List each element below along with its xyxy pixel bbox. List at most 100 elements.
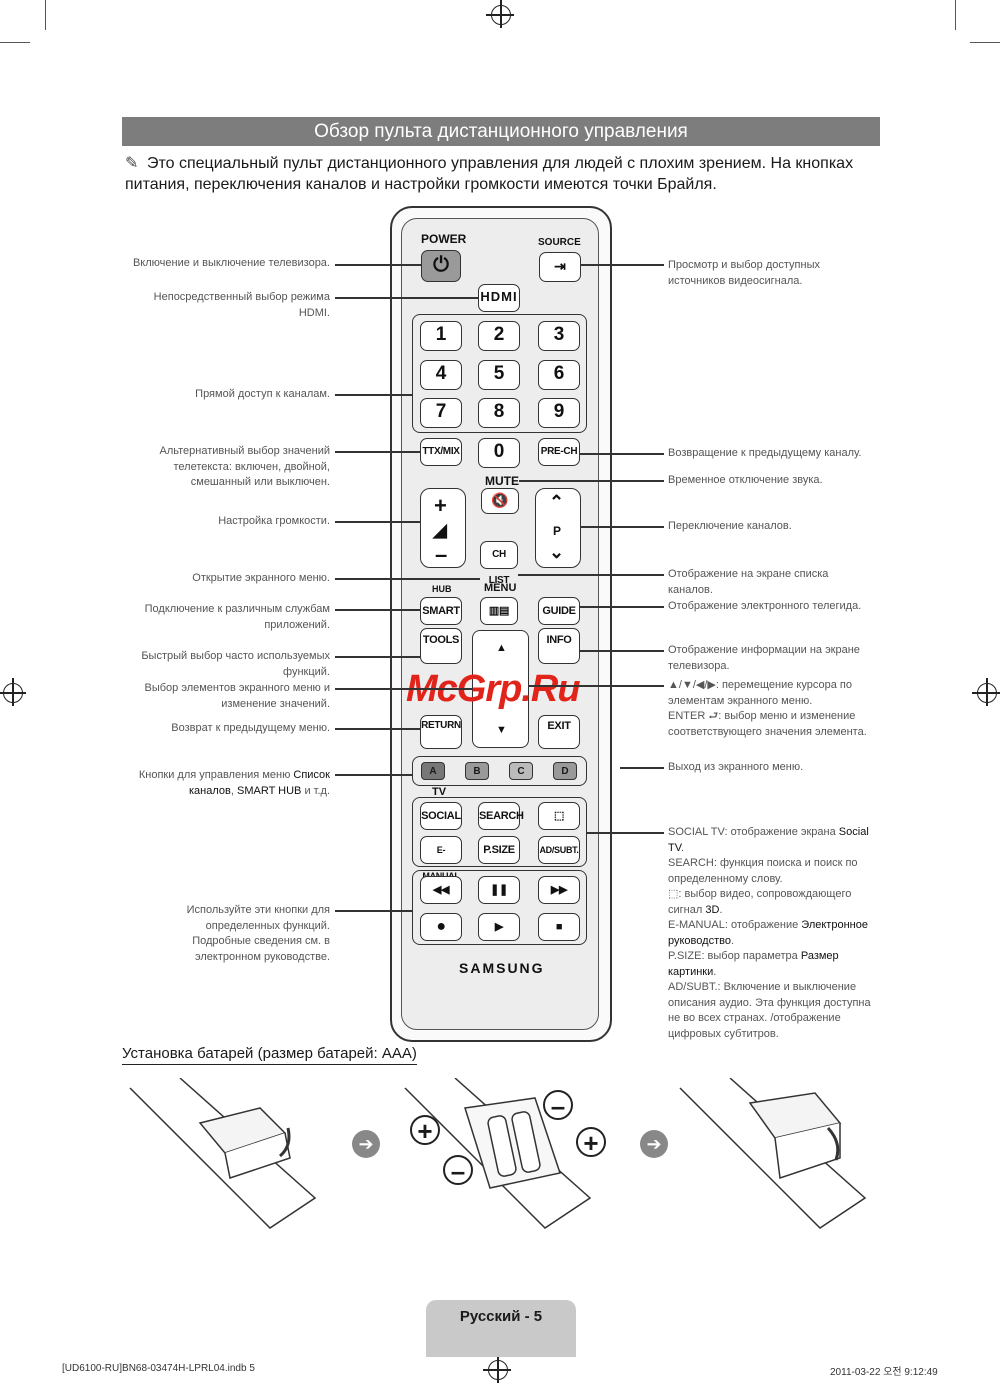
label-channel-switch: Переключение каналов. [668, 520, 792, 532]
digit-1-button[interactable]: 1 [420, 321, 462, 351]
rewind-icon: ◀◀ [432, 884, 450, 896]
crop-mark [45, 0, 46, 30]
fast-forward-button[interactable]: ▶▶ [538, 876, 580, 904]
play-icon: ▶ [494, 921, 504, 933]
label-ttx: Альтернативный выбор значений телетекста… [159, 445, 330, 488]
channel-up-icon: ⌃ [549, 492, 565, 512]
digit-5-button[interactable]: 5 [478, 360, 520, 390]
leader-line [335, 451, 420, 453]
volume-rocker[interactable] [420, 488, 466, 568]
leader-line [335, 394, 412, 396]
video3d-bold: 3D [705, 903, 720, 916]
play-button[interactable]: ▶ [478, 913, 520, 941]
page-title: Обзор пульта дистанционного управления [122, 117, 880, 146]
leader-line [581, 264, 664, 266]
battery-step-1-illustration [129, 1078, 317, 1229]
search-key: SEARCH [668, 857, 714, 869]
channel-rocker[interactable] [535, 488, 581, 568]
digit-8-button[interactable]: 8 [478, 398, 520, 428]
menu-button[interactable]: ▥▤ [480, 597, 518, 625]
leader-line [580, 453, 664, 455]
batteries-section-title: Установка батарей (размер батарей: AAA) [122, 1045, 417, 1065]
smart-hub-button[interactable]: SMART [420, 597, 462, 625]
exit-button[interactable]: EXIT [538, 715, 580, 749]
digit-2-button[interactable]: 2 [478, 321, 520, 351]
search-button[interactable]: SEARCH [478, 802, 524, 830]
digit-7-button[interactable]: 7 [420, 398, 462, 428]
video3d-text: : выбор видео, сопровождающего сигнал [668, 888, 852, 916]
rewind-button[interactable]: ◀◀ [420, 876, 462, 904]
media-keys-group [412, 870, 587, 945]
search-text: : функция поиска и поиск по определенном… [668, 857, 858, 885]
psize-key: P.SIZE [668, 950, 702, 962]
tools-button[interactable]: TOOLS [420, 628, 462, 664]
return-button[interactable]: RETURN [420, 715, 462, 749]
volume-up-icon: + [434, 493, 447, 518]
pause-button[interactable]: ❚❚ [478, 876, 520, 904]
record-button[interactable]: ● [420, 913, 462, 941]
leader-line [335, 688, 472, 690]
record-icon: ● [436, 918, 446, 935]
digit-0-button[interactable]: 0 [478, 438, 520, 468]
pre-ch-button[interactable]: PRE-CH [538, 438, 580, 466]
mute-button[interactable]: 🔇 [481, 488, 519, 514]
label-volume: Настройка громкости. [218, 515, 330, 527]
ch-list-button[interactable]: CH LIST [480, 541, 518, 586]
label-ch-list: Отображение на экране списка каналов. [668, 568, 829, 596]
digit-4-button[interactable]: 4 [420, 360, 462, 390]
pause-icon: ❚❚ [490, 884, 508, 896]
fast-forward-icon: ▶▶ [550, 884, 568, 896]
digit-6-button[interactable]: 6 [538, 360, 580, 390]
navigation-pad[interactable] [472, 630, 529, 748]
label-menu: Открытие экранного меню. [192, 572, 330, 584]
label-hdmi: Непосредственный выбор режима HDMI. [153, 291, 330, 319]
ttx-mix-button[interactable]: TTX/MIX [420, 438, 462, 466]
source-button[interactable]: ⇥ [539, 252, 581, 282]
mute-speaker-icon: 🔇 [491, 492, 509, 508]
hdmi-button[interactable]: HDMI [478, 284, 520, 312]
social-tv-button[interactable]: SOCIAL [420, 802, 462, 830]
leader-line [620, 767, 664, 769]
digit-9-button[interactable]: 9 [538, 398, 580, 428]
info-button[interactable]: INFO [538, 628, 580, 664]
file-info: [UD6100-RU]BN68-03474H-LPRL04.indb 5 [62, 1363, 255, 1374]
leader-line [335, 609, 420, 611]
e-manual-button[interactable]: E-MANUAL [420, 836, 462, 881]
battery-step-2-illustration [404, 1078, 592, 1229]
label-color-text-3: и т.д. [301, 784, 330, 797]
p-size-button[interactable]: P.SIZE [478, 836, 520, 864]
menu-icon: ▥▤ [488, 605, 510, 617]
label-return: Возврат к предыдущему меню. [171, 722, 330, 734]
nav-down-icon: ▼ [496, 724, 507, 736]
power-icon: ⏻ [433, 254, 449, 276]
crop-mark [970, 42, 1000, 43]
power-button[interactable]: ⏻ [421, 250, 461, 282]
leader-line [529, 685, 664, 687]
brand-logo: SAMSUNG [459, 960, 545, 976]
registration-mark-bottom [483, 1355, 511, 1383]
label-color-text-2: , [230, 784, 237, 797]
label-source: Просмотр и выбор доступных источников ви… [668, 259, 820, 287]
adsubt-key: AD/SUBT. [668, 981, 718, 993]
color-key-a[interactable]: A [421, 762, 445, 780]
label-prech: Возвращение к предыдущему каналу. [668, 447, 862, 459]
label-power: Включение и выключение телевизора. [132, 257, 330, 269]
registration-mark-left [0, 678, 26, 706]
3d-button[interactable]: ⬚ [538, 802, 580, 830]
leader-line [587, 832, 664, 834]
page-number-tab: Русский - 5 [426, 1300, 576, 1357]
color-key-d[interactable]: D [553, 762, 577, 780]
color-key-c[interactable]: C [509, 762, 533, 780]
label-mute: Временное отключение звука. [668, 474, 823, 486]
digit-3-button[interactable]: 3 [538, 321, 580, 351]
color-key-b[interactable]: B [465, 762, 489, 780]
leader-line [580, 650, 664, 652]
label-nav-arrows: ▲/▼/◀/▶: перемещение курсора по элемента… [668, 679, 852, 707]
label-enter: ENTER ⮐: выбор меню и изменение соответс… [668, 710, 867, 738]
3d-cube-icon: ⬚ [553, 810, 565, 822]
guide-button[interactable]: GUIDE [538, 597, 580, 625]
emanual-text: : отображение [724, 919, 802, 931]
stop-button[interactable]: ■ [538, 913, 580, 941]
ad-subt-button[interactable]: AD/SUBT. [538, 836, 580, 864]
3d-small-icon: ⬚ [668, 888, 679, 900]
